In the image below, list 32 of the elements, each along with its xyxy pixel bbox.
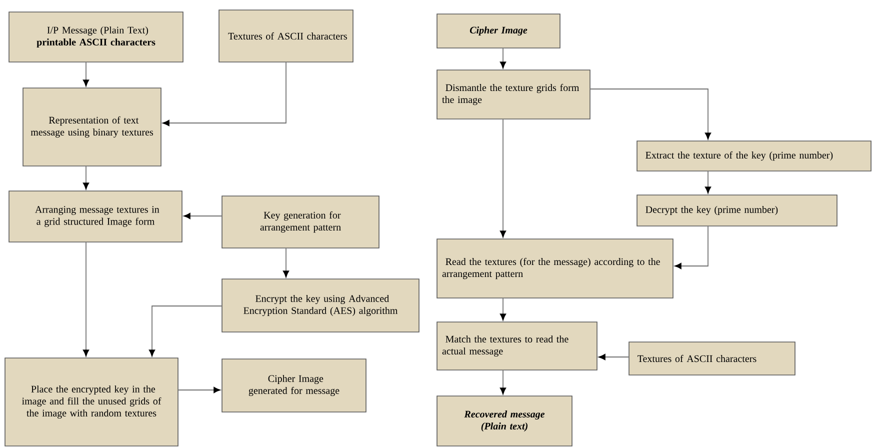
process-box: Match the textures to read the actual message — [436, 322, 598, 370]
arrow — [184, 212, 222, 220]
process-box: Representation of text message using binary textures — [22, 88, 162, 166]
arrow — [282, 248, 290, 278]
arrow — [704, 170, 712, 194]
arrow — [82, 166, 90, 190]
arrow — [500, 118, 506, 238]
arrow — [82, 242, 90, 356]
process-box: Textures of ASCII characters — [628, 342, 796, 376]
arrow — [590, 88, 712, 140]
process-box: Arranging message textures in a grid structured Image form — [8, 190, 182, 242]
arrow — [162, 62, 286, 126]
process-box: Cipher Image — [436, 14, 560, 48]
arrow — [500, 48, 506, 68]
arrow — [500, 298, 506, 320]
arrow — [674, 226, 708, 270]
arrow — [148, 306, 222, 356]
process-box: Decrypt the key (prime number) — [636, 194, 838, 226]
process-box: Textures of ASCII characters — [218, 10, 354, 62]
process-box: Key generation for arrangement pattern — [222, 196, 380, 248]
arrow — [178, 386, 220, 394]
process-box: I/P Message (Plain Text) printable ASCII characters — [8, 12, 184, 62]
process-box: Cipher Image generated for message — [222, 358, 366, 412]
process-box: Recovered message (Plain text) — [436, 396, 572, 446]
arrow — [82, 62, 90, 86]
process-box: Extract the texture of the key (prime number) — [636, 140, 872, 172]
process-box: Dismantle the texture grids form the image — [436, 70, 590, 120]
arrow — [598, 354, 630, 360]
process-box: Read the textures (for the message) according to the arrangement pattern — [436, 238, 674, 298]
process-box: Place the encrypted key in the image and fill the unused grids of the image with random textures — [4, 358, 178, 446]
arrow — [500, 370, 506, 394]
process-box: Encrypt the key using Advanced Encryption Standard (AES) algorithm — [222, 278, 420, 332]
